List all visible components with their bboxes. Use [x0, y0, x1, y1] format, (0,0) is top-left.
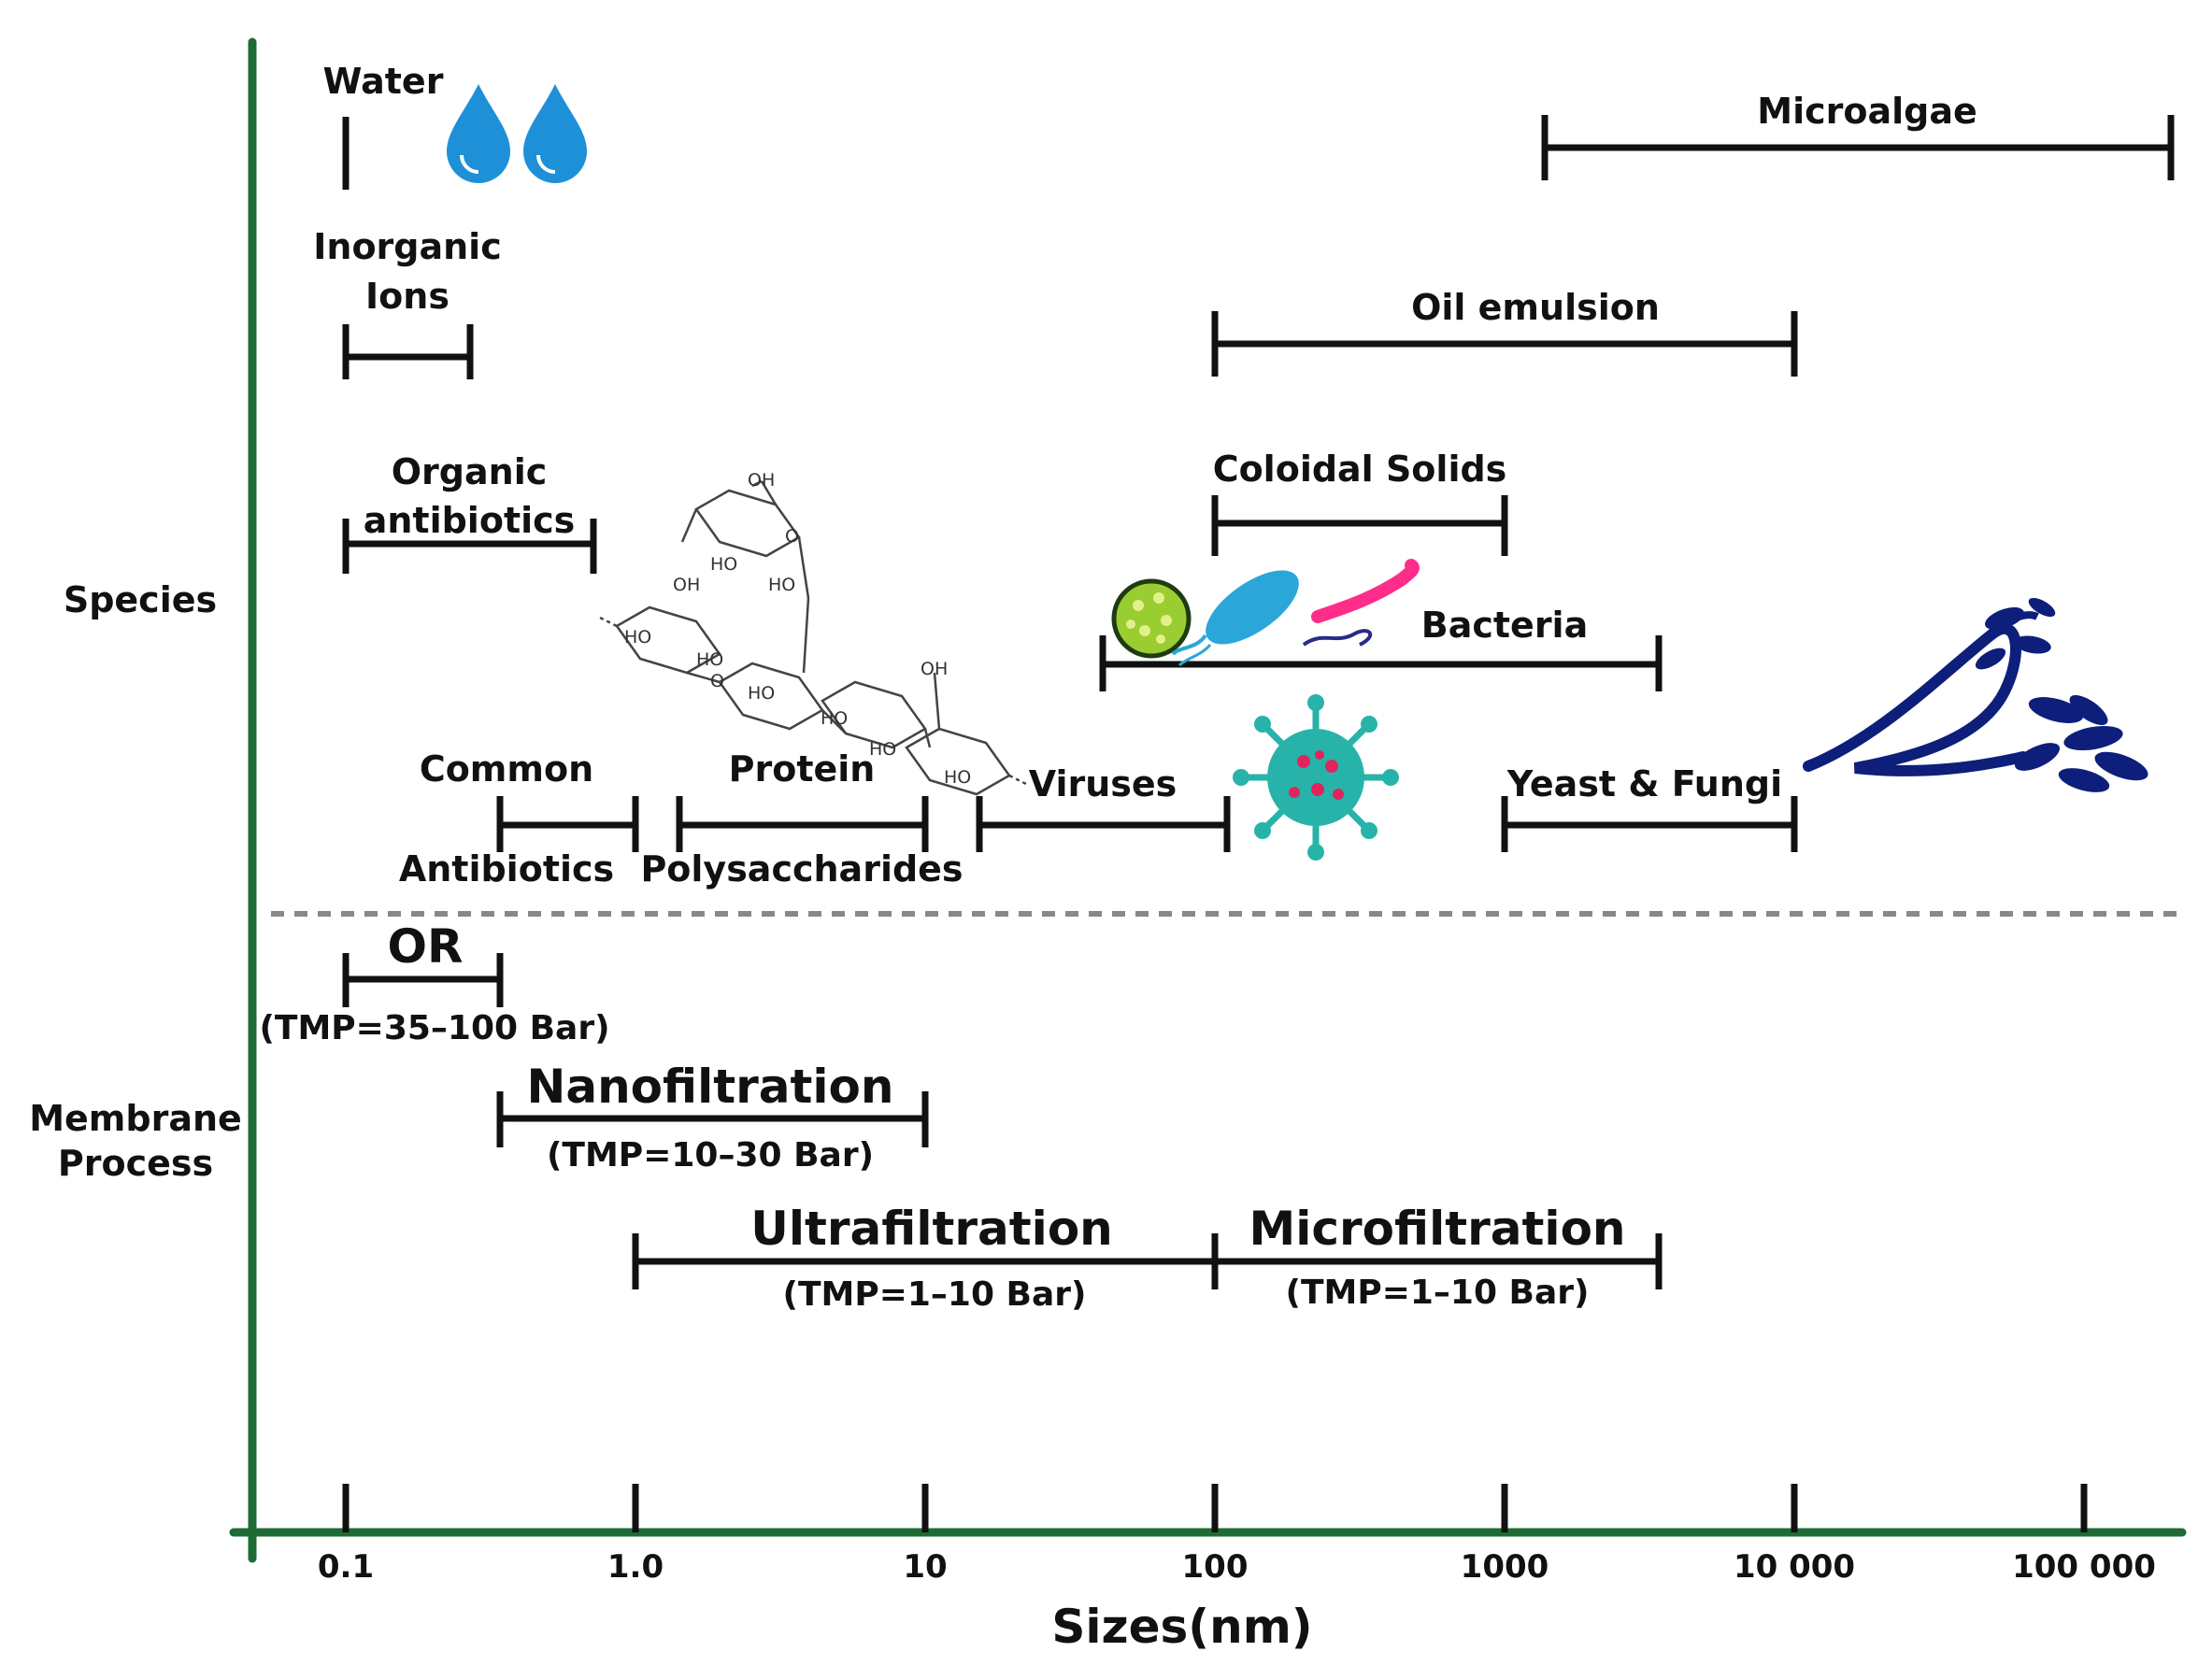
- label-antibiotics: antibiotics: [364, 500, 576, 541]
- label-ultra-tmp: (TMP=1–10 Bar): [782, 1275, 1086, 1314]
- molecule-ho: HO: [869, 739, 896, 760]
- molecule-ho: HO: [624, 627, 651, 648]
- label-common: Common: [420, 748, 593, 790]
- label-protein: Protein: [729, 748, 876, 790]
- range-inorganic-ions: [342, 324, 474, 379]
- bacillus-bacteria-icon: [1171, 570, 1299, 667]
- range-yeast-fungi: [1501, 796, 1798, 852]
- range-protein: [676, 796, 929, 852]
- range-common-antibiotics: [496, 796, 639, 852]
- fungi-icon: [1803, 597, 2148, 792]
- axis-title: Sizes(nm): [1051, 1600, 1312, 1654]
- molecule-oh: OH: [921, 659, 948, 679]
- label-or-tmp: (TMP=35–100 Bar): [259, 1009, 609, 1047]
- range-microfiltration: [1211, 1233, 1663, 1289]
- tick-label: 1000: [1461, 1548, 1549, 1586]
- range-or: [342, 953, 504, 1007]
- range-viruses: [976, 796, 1231, 852]
- water-drop-icon: [447, 84, 510, 183]
- section-label-species: Species: [64, 579, 217, 620]
- section-label-process: Process: [58, 1143, 213, 1184]
- label-oil: Oil emulsion: [1411, 287, 1660, 328]
- virus-icon: [1233, 694, 1399, 861]
- label-viruses: Viruses: [1029, 763, 1178, 804]
- label-nano-tmp: (TMP=10–30 Bar): [547, 1136, 874, 1175]
- range-nanofiltration: [496, 1091, 929, 1147]
- label-microfiltration: Microfiltration: [1249, 1202, 1625, 1256]
- range-microalgae: [1541, 115, 2175, 180]
- label-bacteria: Bacteria: [1421, 605, 1588, 646]
- coccus-bacteria-icon: [1111, 578, 1192, 659]
- tick-label: 100: [1182, 1548, 1249, 1586]
- label-water: Water: [323, 61, 444, 102]
- tick-label: 0.1: [318, 1548, 374, 1586]
- label-nanofiltration: Nanofiltration: [526, 1060, 893, 1114]
- axis-ticks: [342, 1484, 2088, 1532]
- molecule-o: O: [710, 671, 724, 691]
- label-common-antibiotics: Antibiotics: [399, 848, 614, 890]
- tick-label: 10 000: [1734, 1548, 1855, 1586]
- spirillum-bacteria-icon: [1302, 559, 1420, 647]
- tick-label: 10: [903, 1548, 947, 1586]
- label-yeast: Yeast & Fungi: [1506, 763, 1782, 804]
- label-polysaccharides: Polysaccharides: [640, 848, 963, 890]
- molecule-ho: HO: [696, 649, 723, 670]
- label-micro-tmp: (TMP=1–10 Bar): [1285, 1274, 1589, 1312]
- molecule-ho: HO: [944, 767, 971, 788]
- molecule-o: O: [785, 526, 799, 547]
- label-microalgae: Microalgae: [1757, 91, 1977, 132]
- molecule-ho: HO: [748, 683, 775, 704]
- label-ions: Ions: [365, 276, 450, 317]
- range-coloidal-solids: [1211, 495, 1508, 556]
- tick-label: 100 000: [2012, 1548, 2156, 1586]
- range-bacteria: [1099, 635, 1663, 691]
- molecule-ho: HO: [768, 575, 795, 595]
- range-organic-antibiotics: [342, 519, 597, 574]
- water-drop-icon: [523, 84, 587, 183]
- range-oil-emulsion: [1211, 311, 1798, 377]
- section-label-membrane: Membrane: [29, 1098, 242, 1139]
- molecule-oh: OH: [673, 575, 700, 595]
- tick-label: 1.0: [607, 1548, 664, 1586]
- label-inorganic: Inorganic: [313, 226, 502, 267]
- label-or: OR: [387, 919, 463, 974]
- label-ultrafiltration: Ultrafiltration: [750, 1202, 1113, 1256]
- molecule-oh: OH: [748, 470, 775, 491]
- molecule-labels: OH HO HO O OH HO HO O HO HO OH HO HO: [624, 470, 971, 788]
- molecule-ho: HO: [710, 554, 737, 575]
- label-coloidal: Coloidal Solids: [1213, 448, 1507, 490]
- range-ultrafiltration: [632, 1233, 1215, 1289]
- label-organic: Organic: [392, 451, 548, 492]
- molecule-ho: HO: [821, 708, 848, 729]
- polysaccharide-molecule-icon: [597, 479, 1029, 796]
